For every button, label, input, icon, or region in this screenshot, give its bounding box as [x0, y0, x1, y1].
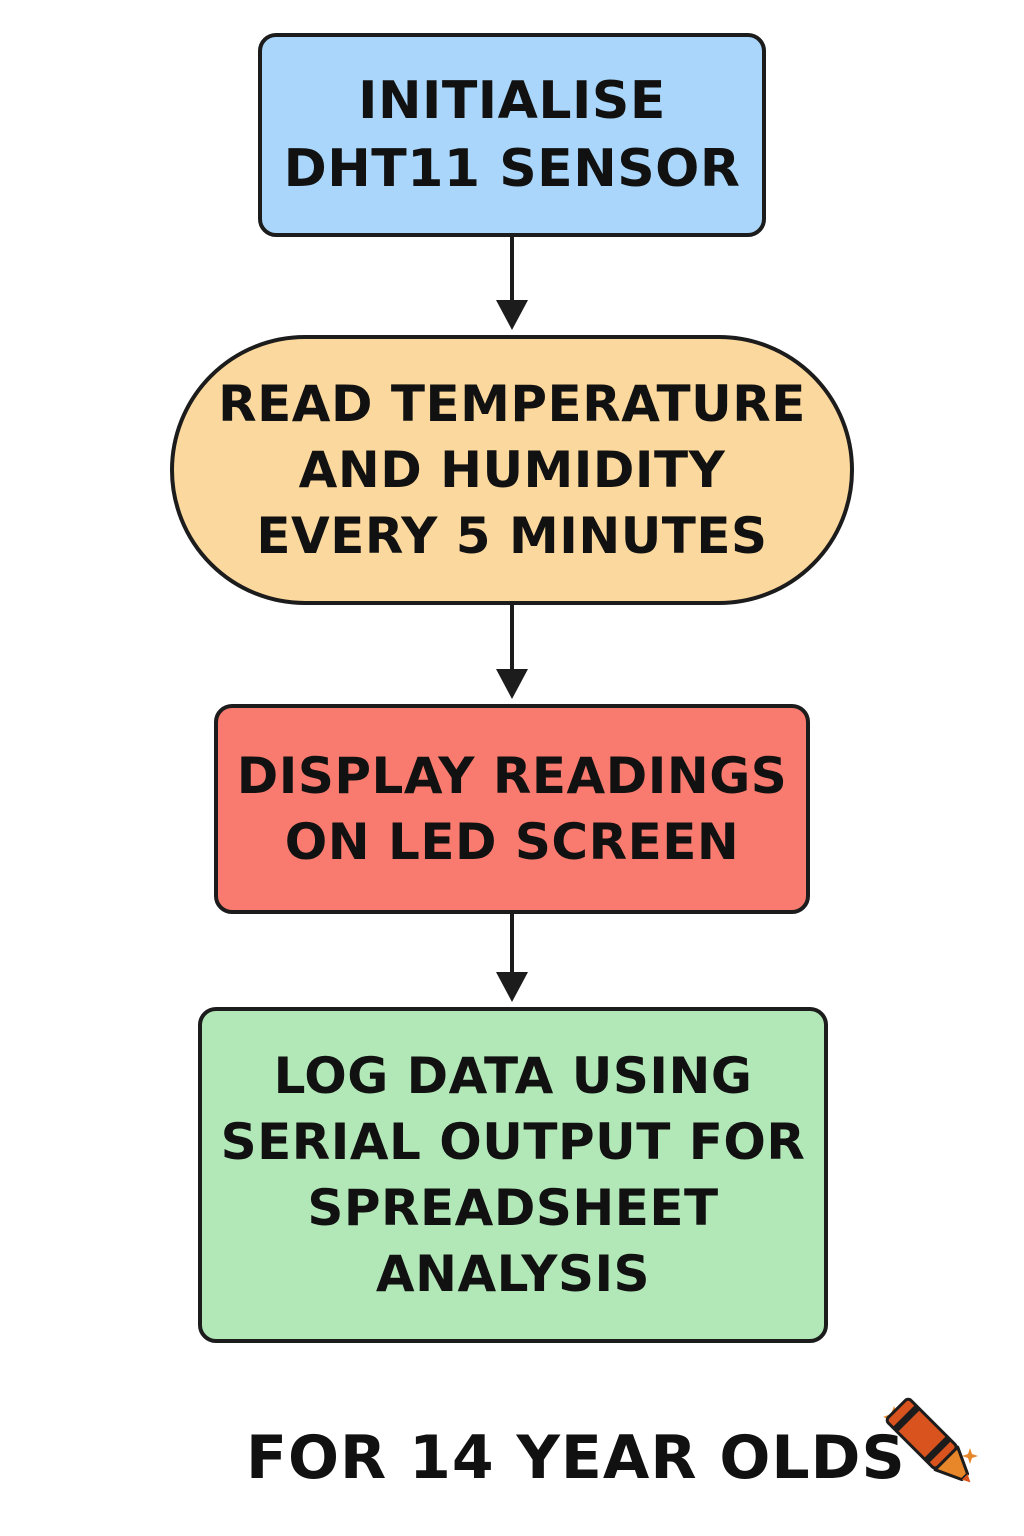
step-label-line: ANALYSIS — [375, 1245, 651, 1303]
step-initialise-sensor: INITIALISE DHT11 SENSOR — [258, 33, 766, 237]
step-label-line: EVERY 5 MINUTES — [256, 507, 768, 565]
arrow-1-to-2 — [496, 237, 528, 330]
step-log-data: LOG DATA USING SERIAL OUTPUT FOR SPREADS… — [198, 1007, 828, 1343]
step-read-temperature-humidity: READ TEMPERATURE AND HUMIDITY EVERY 5 MI… — [170, 335, 854, 605]
step-label-line: ON LED SCREEN — [284, 813, 740, 871]
crayon-icon — [883, 1397, 978, 1483]
arrow-2-to-3 — [496, 605, 528, 699]
step-label-line: READ TEMPERATURE — [218, 375, 806, 433]
audience-caption: FOR 14 YEAR OLDS — [246, 1423, 906, 1493]
step-label-line: DISPLAY READINGS — [236, 747, 788, 805]
step-label-line: AND HUMIDITY — [298, 441, 726, 499]
step-label-line: INITIALISE — [358, 71, 666, 131]
step-label-line: LOG DATA USING — [273, 1047, 753, 1105]
step-display-readings: DISPLAY READINGS ON LED SCREEN — [214, 704, 810, 914]
step-label-line: SPREADSHEET — [307, 1179, 719, 1237]
step-label-line: SERIAL OUTPUT FOR — [220, 1113, 806, 1171]
arrow-3-to-4 — [496, 914, 528, 1002]
step-label-line: DHT11 SENSOR — [283, 139, 741, 199]
